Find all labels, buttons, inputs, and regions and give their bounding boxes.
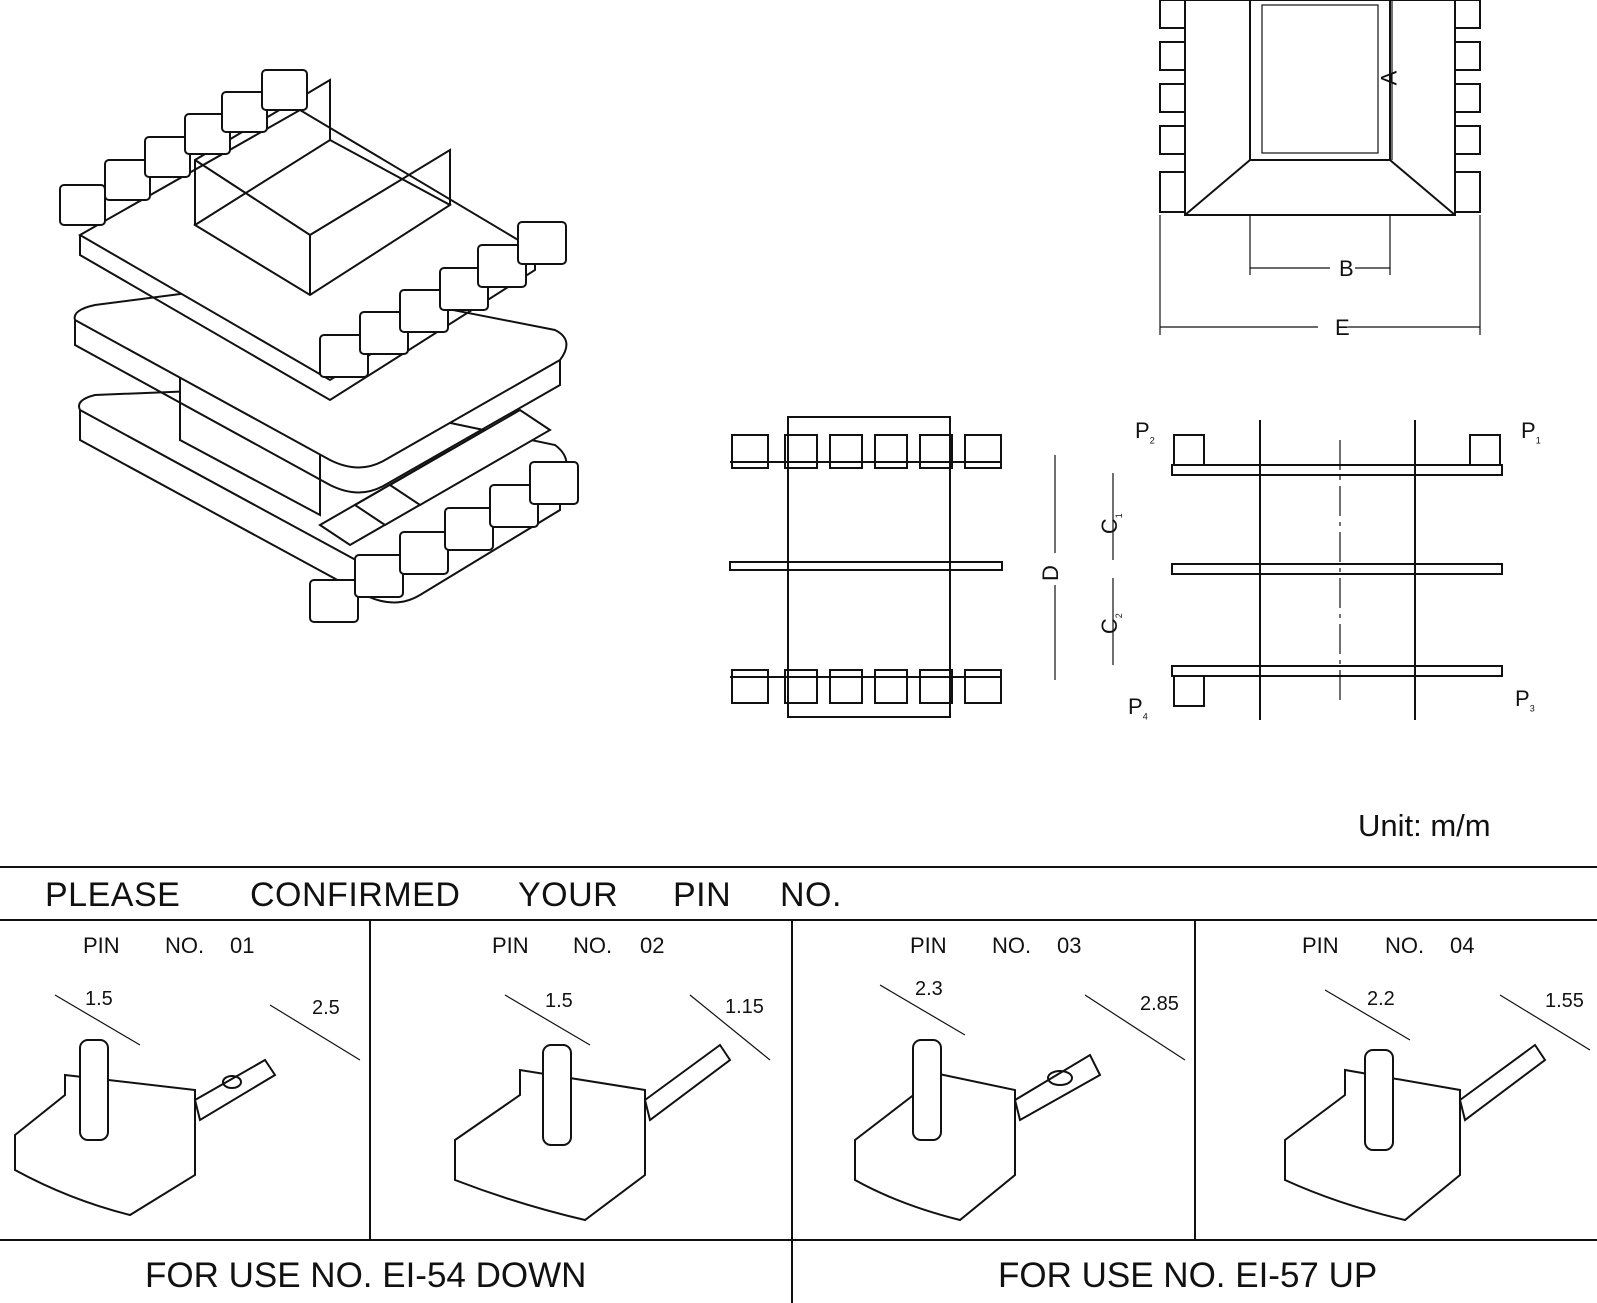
pin-04-dim-right: 1.55 xyxy=(1545,990,1584,1012)
pin-detail-03 xyxy=(854,984,1186,1222)
pin-row-bottom xyxy=(309,408,579,623)
pin-detail-01 xyxy=(14,994,361,1217)
dim-c2-label: C2 xyxy=(1096,613,1125,635)
pin-p2-label: P2 xyxy=(1135,418,1155,446)
pin-p1-label: P1 xyxy=(1521,418,1541,446)
pin-02-word-pin: PIN xyxy=(492,933,529,958)
pin-03-word-pin: PIN xyxy=(910,933,947,958)
pin-03-number: 03 xyxy=(1057,933,1082,958)
pin-03-word-no: NO. xyxy=(992,933,1032,958)
side-view xyxy=(729,416,1056,718)
dim-e-label: E xyxy=(1335,315,1350,340)
isometric-bobbin-view xyxy=(59,69,579,623)
pin-row-top-left xyxy=(59,69,308,226)
header-word-please: PLEASE xyxy=(45,876,181,914)
dim-d-label: D xyxy=(1037,565,1063,581)
pin-04-word-pin: PIN xyxy=(1302,933,1339,958)
pin-02-dim-right: 1.15 xyxy=(725,996,764,1018)
top-view xyxy=(1159,0,1481,335)
pin-02-number: 02 xyxy=(640,933,665,958)
pin-p4-label: P4 xyxy=(1128,694,1148,722)
pin-layout-view xyxy=(1112,420,1503,720)
dim-c1-label: C1 xyxy=(1096,513,1125,535)
pin-04-number: 04 xyxy=(1450,933,1475,958)
pin-02-word-no: NO. xyxy=(573,933,613,958)
pin-01-dim-left: 1.5 xyxy=(85,988,113,1010)
pin-04-word-no: NO. xyxy=(1385,933,1425,958)
pin-row-top-right xyxy=(319,221,567,378)
pin-detail-04 xyxy=(1284,989,1591,1222)
header-word-no: NO. xyxy=(780,876,842,914)
pin-p3-label: P3 xyxy=(1515,686,1535,714)
pin-03-dim-left: 2.3 xyxy=(915,978,943,1000)
pin-01-dim-right: 2.5 xyxy=(312,997,340,1019)
header-word-pin: PIN xyxy=(673,876,732,914)
pin-01-number: 01 xyxy=(230,933,255,958)
unit-label: Unit: m/m xyxy=(1358,808,1491,843)
header-word-your: YOUR xyxy=(518,876,619,914)
dim-a-label: A xyxy=(1376,70,1402,86)
header-word-confirmed: CONFIRMED xyxy=(250,876,461,914)
footer-left-note: FOR USE NO. EI-54 DOWN xyxy=(145,1256,587,1295)
table-grid xyxy=(0,866,1597,1303)
pin-04-dim-left: 2.2 xyxy=(1367,988,1395,1010)
pin-01-word-pin: PIN xyxy=(83,933,120,958)
footer-right-note: FOR USE NO. EI-57 UP xyxy=(998,1256,1378,1295)
dim-b-label: B xyxy=(1339,256,1354,281)
pin-detail-02 xyxy=(454,994,771,1222)
pin-02-dim-left: 1.5 xyxy=(545,990,573,1012)
pin-01-word-no: NO. xyxy=(165,933,205,958)
pin-03-dim-right: 2.85 xyxy=(1140,993,1179,1015)
